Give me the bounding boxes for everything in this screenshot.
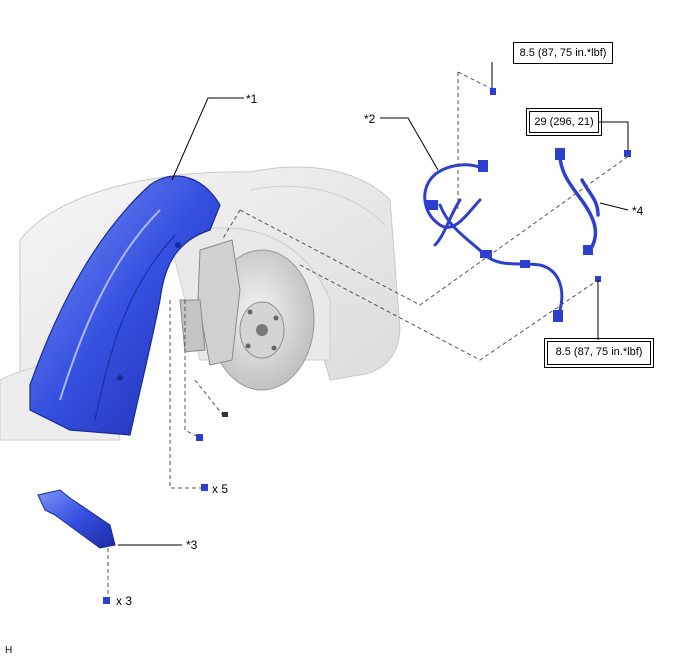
torque-spec-top: 8.5 (87, 75 in.*lbf) [513,42,613,64]
callout-part3: *3 [186,538,198,552]
torque-spec-upper-right: 29 (296, 21) [526,108,602,136]
speed-sensor-harness [423,160,564,322]
fender-liner [29,175,221,436]
brake-assembly [179,239,315,391]
callout-part2: *2 [364,112,376,126]
flexible-hose [555,148,600,255]
quantity-bolts: x 3 [116,594,133,608]
callout-part4: *4 [632,204,644,218]
torque-spec-lower-right: 8.5 (87, 75 in.*lbf) [544,338,654,368]
quantity-clips: x 5 [212,482,229,496]
assembly-lines [107,71,631,598]
callout-part1: *1 [246,92,258,106]
leader-lines [118,62,629,546]
splash-shield [37,489,116,549]
fasteners [103,88,631,604]
figure-code: H [5,645,13,656]
